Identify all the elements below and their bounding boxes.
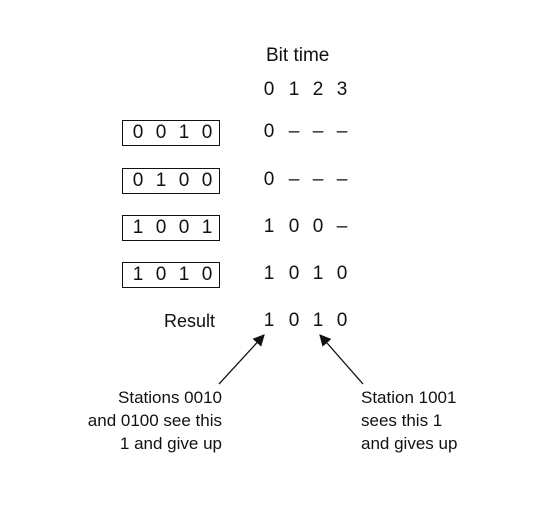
bit-cell: – bbox=[288, 121, 300, 142]
bit-cell: 1 bbox=[263, 263, 275, 284]
bit-cell: – bbox=[336, 121, 348, 142]
result-bit: 1 bbox=[312, 310, 324, 331]
station-id-digit: 0 bbox=[201, 264, 213, 285]
station-id-digit: 1 bbox=[178, 264, 190, 285]
station-id-digit: 0 bbox=[132, 122, 144, 143]
annotation-line: and gives up bbox=[361, 434, 458, 453]
station-id-digit: 0 bbox=[201, 122, 213, 143]
station-id-box: 1 0 0 1 bbox=[122, 215, 220, 241]
annotation-line: Stations 0010 bbox=[118, 388, 222, 407]
station-id-digit: 0 bbox=[155, 264, 167, 285]
station-id-box: 0 0 1 0 bbox=[122, 120, 220, 146]
bit-cell: 0 bbox=[288, 216, 300, 237]
bit-cell: 0 bbox=[312, 216, 324, 237]
station-id-box: 1 0 1 0 bbox=[122, 262, 220, 288]
bit-cell: 0 bbox=[288, 263, 300, 284]
annotation-line: Station 1001 bbox=[361, 388, 457, 407]
bit-index-3: 3 bbox=[336, 79, 348, 100]
station-id-box: 0 1 0 0 bbox=[122, 168, 220, 194]
station-id-digit: 0 bbox=[178, 217, 190, 238]
bit-cell: – bbox=[288, 169, 300, 190]
station-id-digit: 0 bbox=[178, 170, 190, 191]
station-id-digit: 1 bbox=[178, 122, 190, 143]
left-annotation: Stations 0010 and 0100 see this 1 and gi… bbox=[88, 386, 222, 455]
bit-cell: – bbox=[336, 216, 348, 237]
bit-index-1: 1 bbox=[288, 79, 300, 100]
result-label: Result bbox=[164, 311, 216, 331]
left-annotation-arrow bbox=[218, 334, 265, 385]
bit-cell: 0 bbox=[263, 121, 275, 142]
bit-cell: – bbox=[312, 121, 324, 142]
annotation-line: and 0100 see this bbox=[87, 411, 222, 430]
result-bit: 1 bbox=[263, 310, 275, 331]
station-id-digit: 1 bbox=[155, 170, 167, 191]
right-annotation: Station 1001 sees this 1 and gives up bbox=[361, 386, 457, 455]
bit-index-0: 0 bbox=[263, 79, 275, 100]
station-id-digit: 1 bbox=[132, 264, 144, 285]
station-id-digit: 1 bbox=[201, 217, 213, 238]
bit-cell: – bbox=[312, 169, 324, 190]
result-bit: 0 bbox=[288, 310, 300, 331]
annotation-line: 1 and give up bbox=[119, 434, 222, 453]
station-id-digit: 0 bbox=[155, 217, 167, 238]
annotation-line: sees this 1 bbox=[361, 411, 443, 430]
bit-cell: 1 bbox=[312, 263, 324, 284]
station-id-digit: 0 bbox=[155, 122, 167, 143]
bit-cell: 0 bbox=[263, 169, 275, 190]
right-annotation-arrow bbox=[319, 334, 364, 385]
bit-time-title: Bit time bbox=[266, 45, 330, 66]
result-bit: 0 bbox=[336, 310, 348, 331]
station-id-digit: 1 bbox=[132, 217, 144, 238]
bit-index-2: 2 bbox=[312, 79, 324, 100]
bit-cell: 1 bbox=[263, 216, 275, 237]
station-id-digit: 0 bbox=[201, 170, 213, 191]
bit-cell: 0 bbox=[336, 263, 348, 284]
station-id-digit: 0 bbox=[132, 170, 144, 191]
bit-cell: – bbox=[336, 169, 348, 190]
